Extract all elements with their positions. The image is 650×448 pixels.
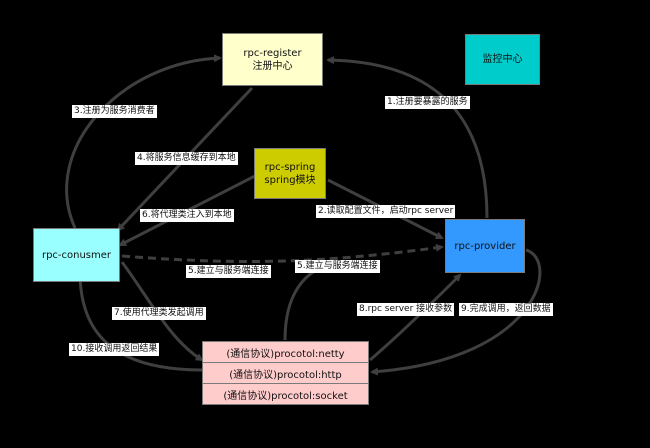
edge-label-1: 1.注册要暴露的服务	[385, 96, 470, 109]
monitor-label: 监控中心	[482, 54, 523, 65]
protocol-netty: (通信协议)procotol:netty	[202, 341, 369, 363]
edge-label-5b: 5.建立与服务端连接	[295, 260, 380, 273]
edge-label-8: 8.rpc server 接收参数	[357, 303, 455, 316]
edge-label-9: 9.完成调用，返回数据	[459, 303, 553, 316]
provider-label: rpc-provider	[454, 240, 516, 252]
protocol-socket-label: (通信协议)procotol:socket	[223, 390, 348, 402]
edge-8	[369, 273, 462, 362]
monitor-node: 监控中心	[465, 34, 540, 85]
register-title: rpc-register	[243, 47, 302, 59]
edge-label-6: 6.将代理类注入到本地	[140, 209, 234, 222]
edge-label-10: 10.接收调用返回结果	[69, 343, 160, 356]
register-subtitle: 注册中心	[252, 60, 293, 72]
spring-node: rpc-spring spring模块	[254, 148, 326, 199]
protocol-http: (通信协议)procotol:http	[202, 362, 369, 384]
edge-label-5a: 5.建立与服务端连接	[186, 265, 271, 278]
edge-5	[121, 243, 444, 263]
provider-node: rpc-provider	[445, 219, 525, 273]
protocol-socket: (通信协议)procotol:socket	[202, 383, 369, 405]
edge-label-7: 7.使用代理类发起调用	[112, 307, 206, 320]
edge-10	[76, 270, 203, 372]
protocol-netty-label: (通信协议)procotol:netty	[226, 348, 345, 360]
edge-label-4: 4.将服务信息缓存到本地	[135, 152, 238, 165]
edge-label-2: 2.读取配置文件，启动rpc server	[316, 205, 456, 218]
consumer-label: rpc-conusmer	[41, 249, 112, 261]
edge-1	[326, 56, 489, 219]
edge-label-3: 3.注册为服务消费者	[72, 105, 157, 118]
spring-subtitle: spring模块	[264, 174, 316, 186]
protocol-http-label: (通信协议)procotol:http	[229, 369, 342, 381]
spring-title: rpc-spring	[264, 161, 316, 173]
edge-5-protocol	[283, 260, 341, 341]
register-node: rpc-register 注册中心	[222, 33, 323, 86]
consumer-node: rpc-conusmer	[33, 228, 120, 282]
